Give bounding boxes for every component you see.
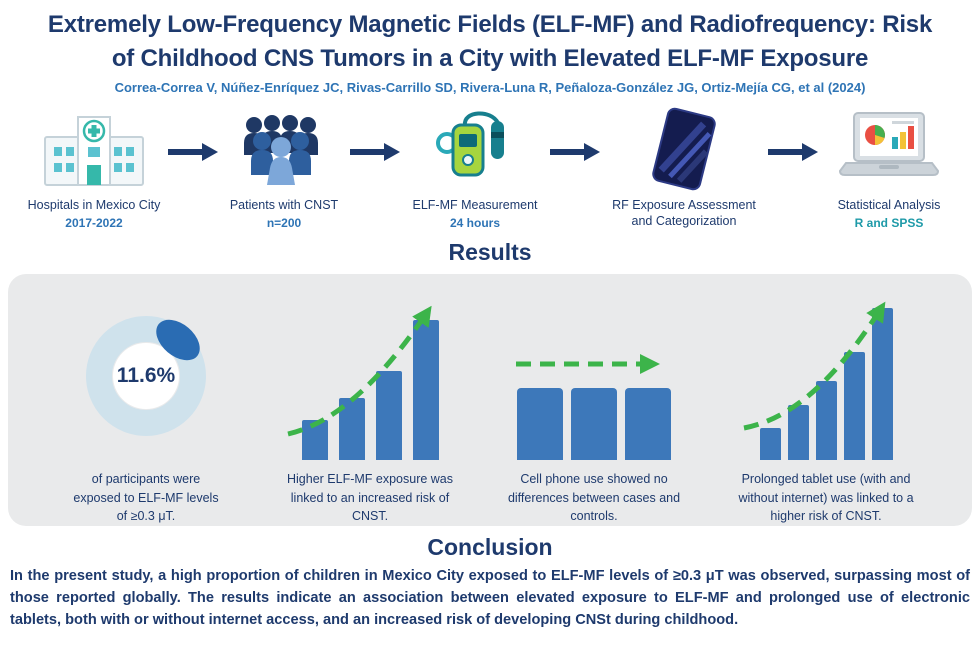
hospital-icon xyxy=(42,103,146,191)
bar-chart-cellphone xyxy=(517,388,671,461)
bar xyxy=(787,404,809,461)
result-caption: Prolonged tablet use (with and without i… xyxy=(738,472,914,523)
workflow-step-patients: Patients with CNST n=200 xyxy=(218,103,350,230)
result-panel-elfmf-risk: Higher ELF-MF exposure was linked to an … xyxy=(274,288,466,524)
step-sub: 24 hours xyxy=(449,215,500,230)
donut-ring xyxy=(86,316,206,437)
result-panel-cellphone: Cell phone use showed no differences bet… xyxy=(498,288,690,524)
bar xyxy=(759,428,781,461)
bar xyxy=(815,380,837,461)
step-sub: R and SPSS xyxy=(854,215,924,230)
step-sub: 2017-2022 xyxy=(65,215,123,230)
graphical-abstract: Extremely Low-Frequency Magnetic Fields … xyxy=(0,0,980,629)
bar xyxy=(843,352,865,461)
bar xyxy=(517,388,563,461)
title-line-1: Extremely Low-Frequency Magnetic Fields … xyxy=(47,11,933,38)
bar xyxy=(375,371,402,461)
bar xyxy=(625,388,671,461)
result-caption: of participants were exposed to ELF-MF l… xyxy=(73,472,219,523)
result-caption: Cell phone use showed no differences bet… xyxy=(507,472,681,523)
bar xyxy=(412,320,439,461)
tablet-icon xyxy=(634,103,734,191)
results-panel: 11.6% of participants were exposed to EL… xyxy=(8,274,972,527)
title-line-2: of Childhood CNS Tumors in a City with E… xyxy=(111,44,869,72)
step-label: ELF-MF Measurement xyxy=(412,198,538,213)
elf-meter-icon xyxy=(425,103,525,191)
step-sub: n=200 xyxy=(266,215,302,230)
bar xyxy=(571,388,617,461)
bar xyxy=(301,419,328,461)
bar xyxy=(871,308,893,461)
step-label: Statistical Analysis xyxy=(837,198,941,213)
donut-center-value: 11.6% xyxy=(116,364,176,388)
workflow-step-elfmf-measurement: ELF-MF Measurement 24 hours xyxy=(400,103,550,230)
step-label: Hospitals in Mexico City xyxy=(27,198,161,213)
workflow-step-statistical-analysis: Statistical Analysis R and SPSS xyxy=(818,103,960,230)
flow-arrow-icon xyxy=(350,143,400,162)
flow-arrow-icon xyxy=(768,143,818,162)
bar-chart-tablet-risk xyxy=(759,308,893,461)
workflow-step-rf-assessment: RF Exposure Assessment and Categorizatio… xyxy=(600,103,768,231)
conclusion-text: In the present study, a high proportion … xyxy=(10,568,970,629)
step-label: Patients with CNST xyxy=(229,198,339,213)
conclusion-heading: Conclusion xyxy=(427,534,553,561)
flow-arrow-icon xyxy=(168,143,218,162)
flow-arrow-icon xyxy=(550,143,600,162)
laptop-analysis-icon xyxy=(834,103,944,191)
results-heading: Results xyxy=(448,239,532,266)
patients-group-icon xyxy=(229,103,339,191)
result-panel-tablet-risk: Prolonged tablet use (with and without i… xyxy=(722,288,930,524)
workflow-step-hospitals: Hospitals in Mexico City 2017-2022 xyxy=(20,103,168,230)
methods-workflow: Hospitals in Mexico City 2017-2022 xyxy=(0,103,980,231)
step-label: RF Exposure Assessment xyxy=(612,198,756,213)
donut-chart: 11.6% xyxy=(50,288,242,460)
step-label-2: and Categorization xyxy=(631,213,737,228)
bar xyxy=(338,397,365,461)
result-caption: Higher ELF-MF exposure was linked to an … xyxy=(286,472,454,523)
bar-chart-elfmf-risk xyxy=(301,320,439,461)
result-panel-exposure: 11.6% of participants were exposed to EL… xyxy=(50,288,242,524)
authors-line: Correa-Correa V, Núñez-Enríquez JC, Riva… xyxy=(114,80,866,96)
page-title: Extremely Low-Frequency Magnetic Fields … xyxy=(0,0,980,75)
